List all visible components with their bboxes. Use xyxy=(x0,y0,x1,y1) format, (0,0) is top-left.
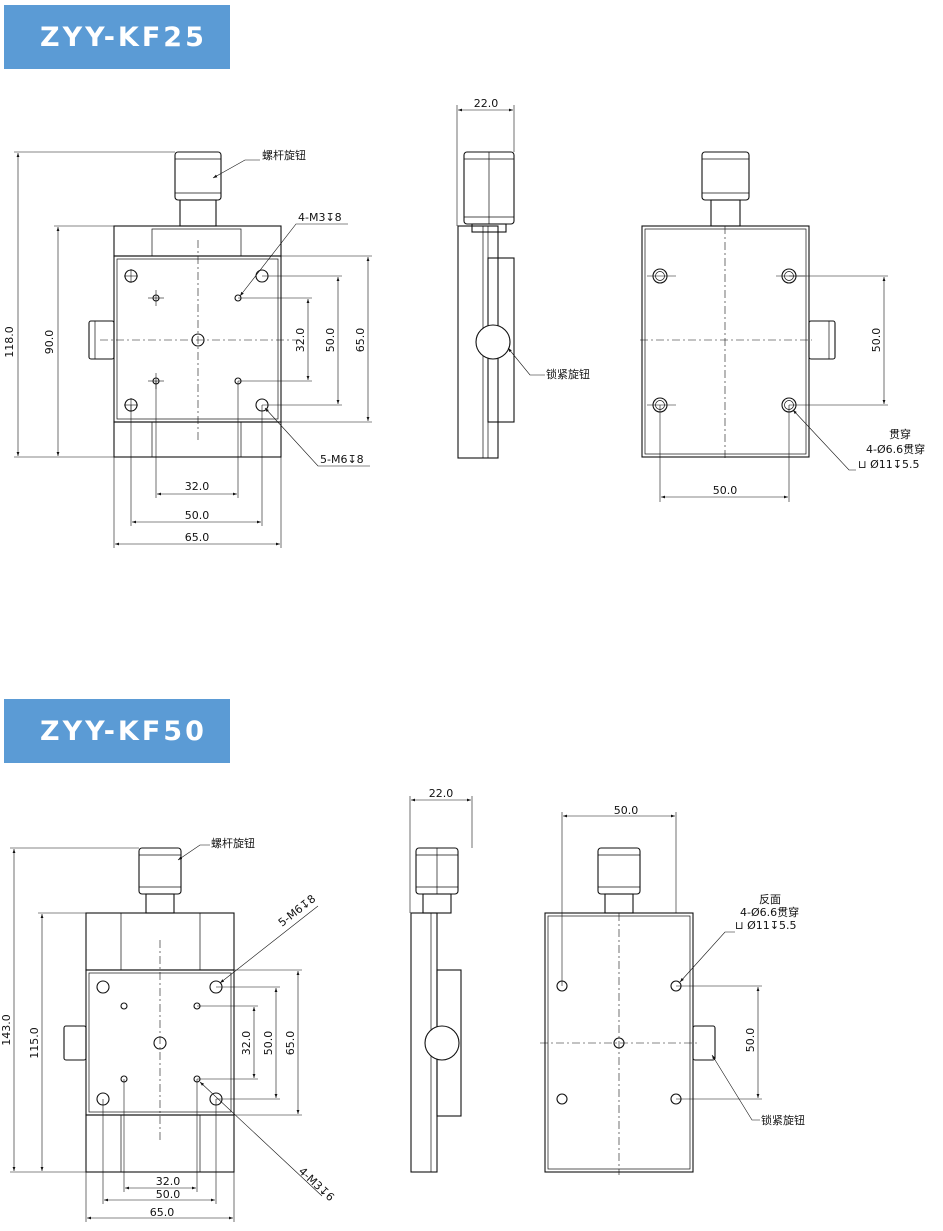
kf25-knob-label: 螺杆旋钮 xyxy=(262,148,306,162)
kf25-dim-50h: 50.0 xyxy=(185,509,210,522)
kf25-m3-label: 4-M3↧8 xyxy=(298,211,342,224)
kf25-front-view: 32.0 50.0 65.0 118.0 90.0 32.0 50.0 65.0… xyxy=(3,148,372,548)
kf50-back-dim-50h: 50.0 xyxy=(614,804,639,817)
kf50-dim-50v: 50.0 xyxy=(262,1031,275,1056)
kf50-knob-label: 螺杆旋钮 xyxy=(211,836,255,850)
kf50-back-note3: ⊔ Ø11↧5.5 xyxy=(735,919,796,932)
kf25-side-view: 22.0 锁紧旋钮 xyxy=(456,97,590,459)
kf25-back-note2: 4-Ø6.6贯穿 xyxy=(866,442,925,456)
kf50-front-view: 32.0 50.0 65.0 143.0 115.0 32.0 50.0 65.… xyxy=(0,836,337,1222)
kf50-dim-32v: 32.0 xyxy=(240,1031,253,1056)
kf50-m3-label: 4-M3↧6 xyxy=(296,1165,337,1204)
kf50-back-view: 50.0 50.0 反面 4-Ø6.6贯穿 ⊔ Ø11↧5.5 锁紧旋钮 xyxy=(540,804,805,1175)
kf50-dim-65h: 65.0 xyxy=(150,1206,175,1219)
kf25-back-note1: 贯穿 xyxy=(889,427,911,441)
kf25-dim-22: 22.0 xyxy=(474,97,499,110)
kf50-dim-65v: 65.0 xyxy=(284,1031,297,1056)
kf25-m6-label: 5-M6↧8 xyxy=(320,453,364,466)
kf50-side-view: 22.0 xyxy=(409,787,473,1173)
kf50-back-dim-50v: 50.0 xyxy=(744,1028,757,1053)
kf25-back-view: 50.0 50.0 贯穿 4-Ø6.6贯穿 ⊔ Ø11↧5.5 xyxy=(640,151,925,502)
kf25-dim-118: 118.0 xyxy=(3,326,16,358)
section-title-kf25: ZYY-KF25 xyxy=(4,5,230,69)
kf25-dim-90: 90.0 xyxy=(43,330,56,355)
kf50-dim-143: 143.0 xyxy=(0,1014,13,1046)
section-title-kf50: ZYY-KF50 xyxy=(4,699,230,763)
kf25-dim-65h: 65.0 xyxy=(185,531,210,544)
kf25-back-dim-50h: 50.0 xyxy=(713,484,738,497)
kf25-dim-50v: 50.0 xyxy=(324,328,337,353)
kf25-dim-32v: 32.0 xyxy=(294,328,307,353)
kf25-dim-65v: 65.0 xyxy=(354,328,367,353)
kf50-dim-115: 115.0 xyxy=(28,1027,41,1059)
kf50-back-note2: 4-Ø6.6贯穿 xyxy=(740,905,799,919)
kf50-back-note1: 反面 xyxy=(759,893,781,906)
kf25-back-note3: ⊔ Ø11↧5.5 xyxy=(858,458,919,471)
kf25-dim-32h: 32.0 xyxy=(185,480,210,493)
kf50-dim-50h: 50.0 xyxy=(156,1188,181,1201)
kf50-lock-label: 锁紧旋钮 xyxy=(761,1113,805,1127)
kf50-dim-22: 22.0 xyxy=(429,787,454,800)
kf50-dim-32h: 32.0 xyxy=(156,1175,181,1188)
kf25-lock-label: 锁紧旋钮 xyxy=(546,367,590,381)
kf25-back-dim-50v: 50.0 xyxy=(870,328,883,353)
